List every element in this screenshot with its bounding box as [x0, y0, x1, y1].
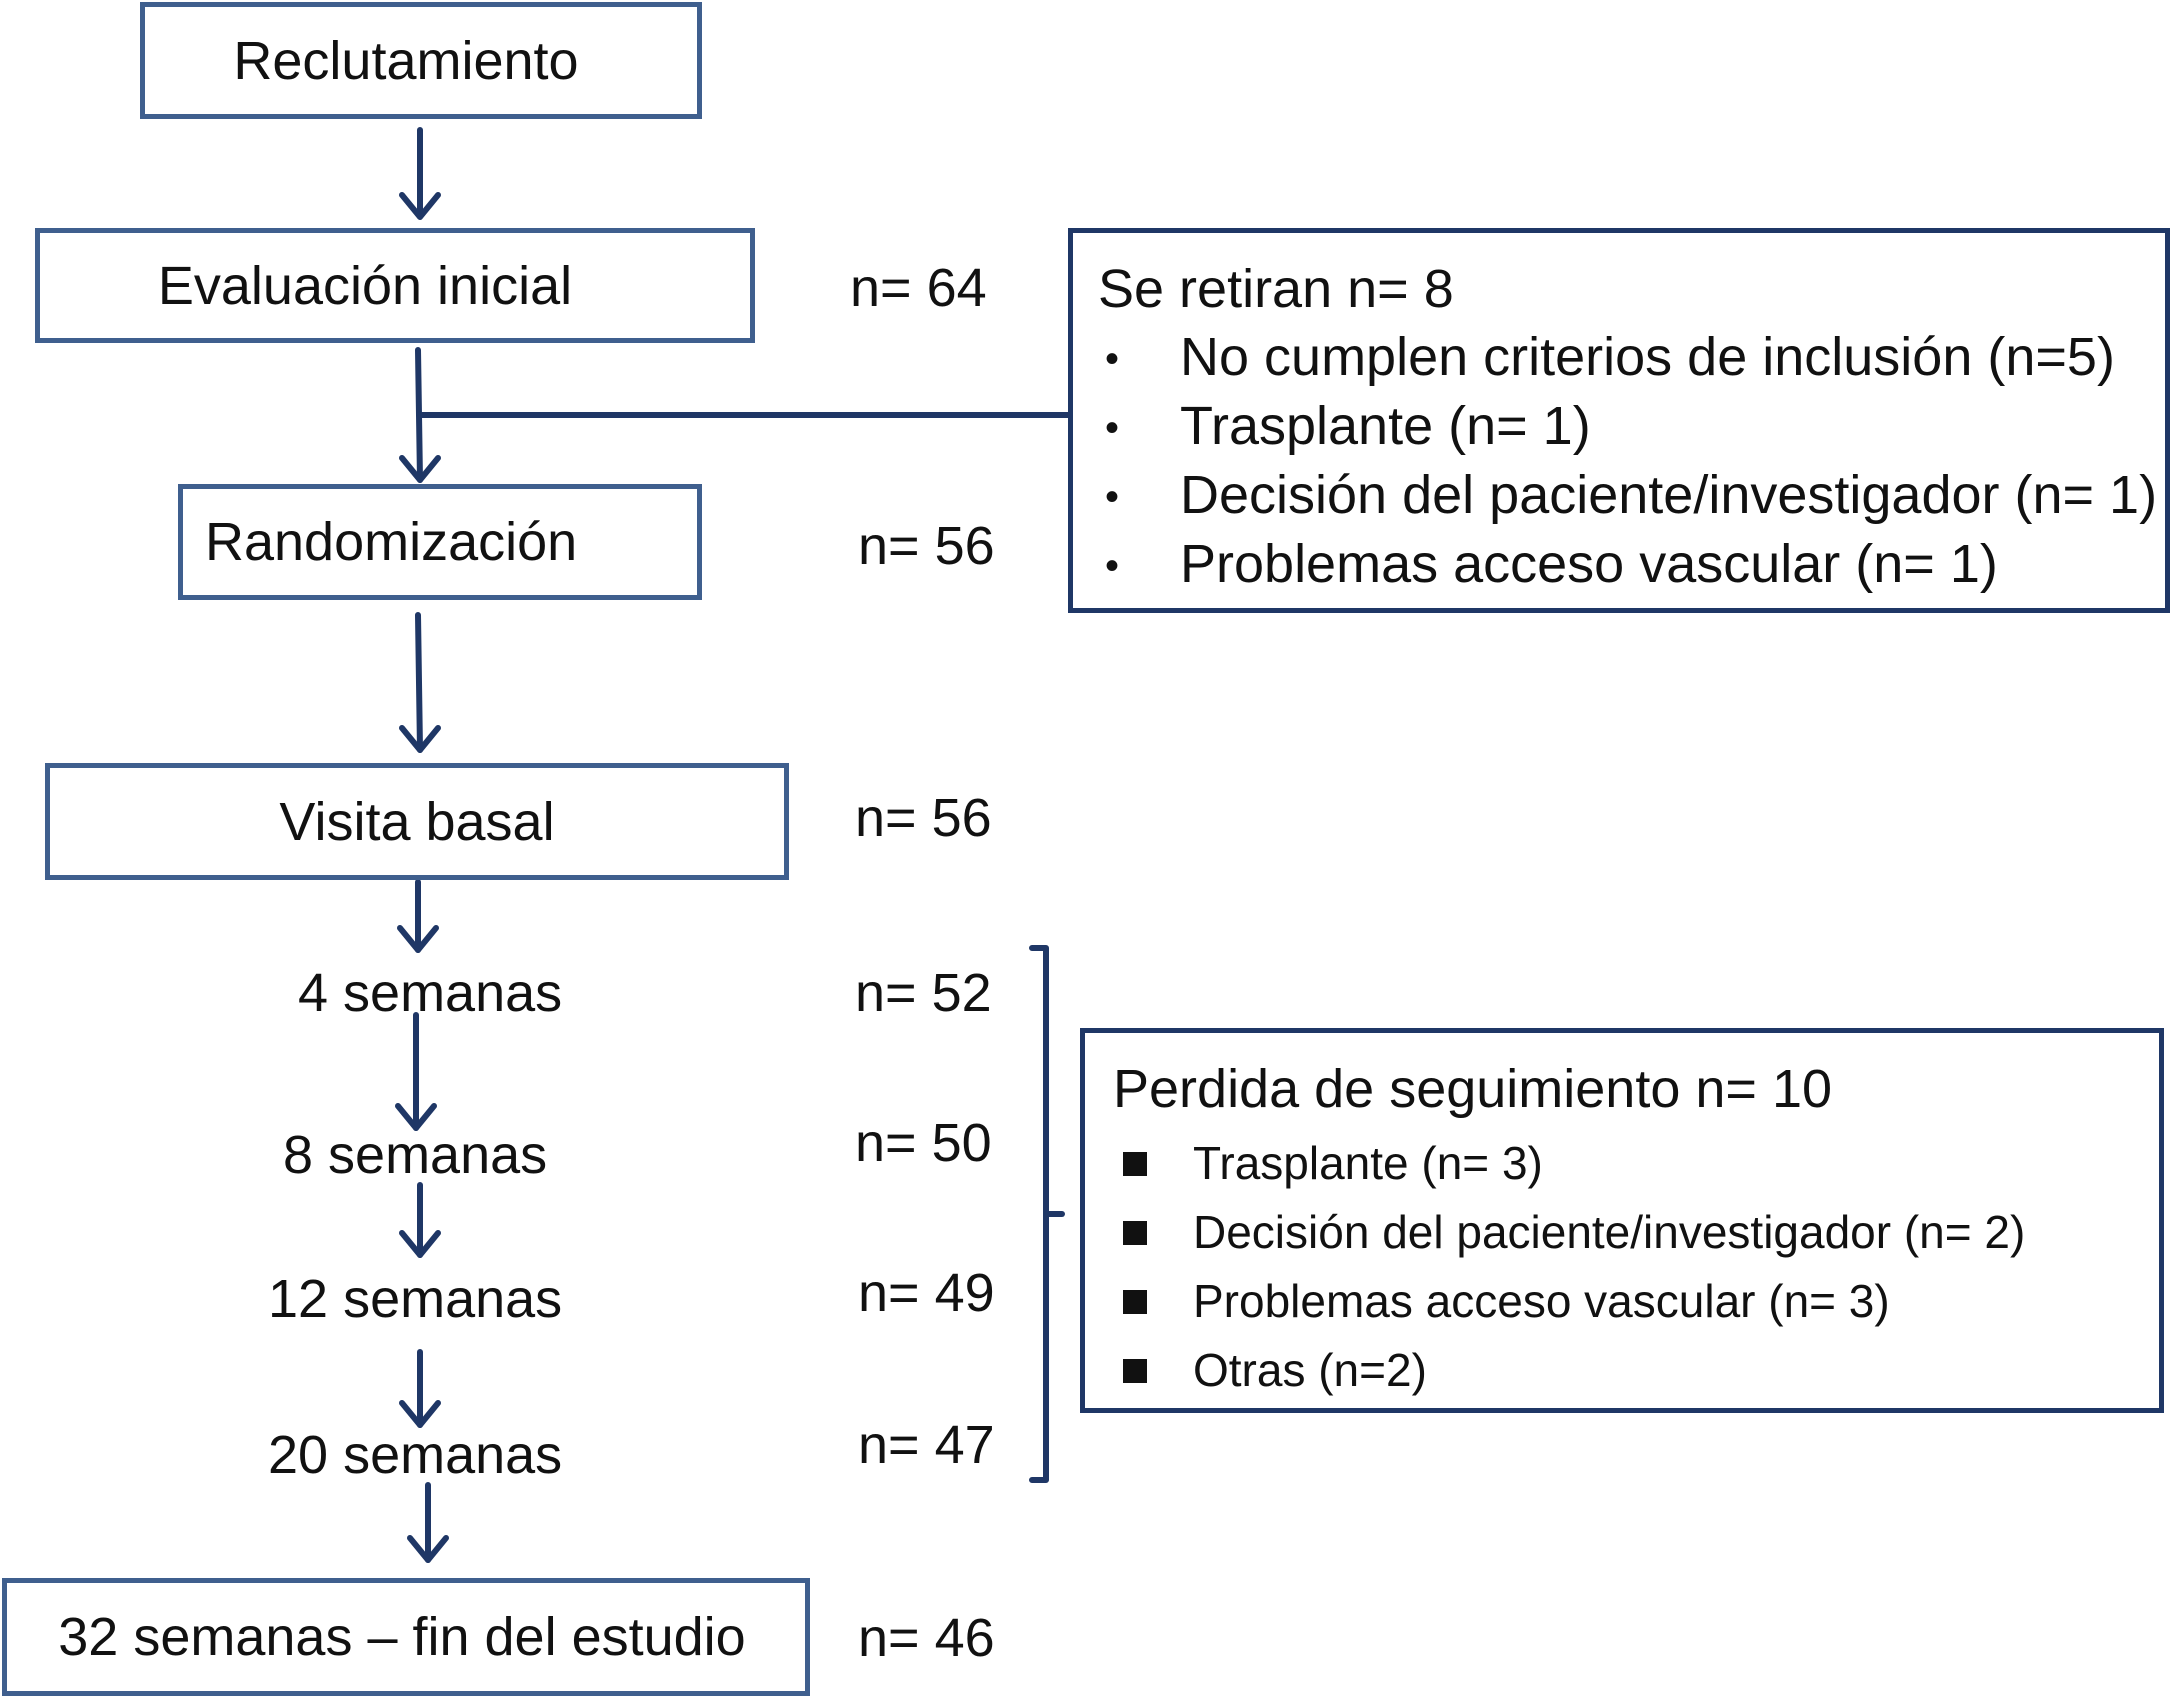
- withdrawn-item: Decisión del paciente/investigador (n= 1…: [1180, 465, 2158, 525]
- week12-count: n= 49: [858, 1263, 995, 1323]
- week20-count: n= 47: [858, 1415, 995, 1475]
- arrow-randomization-to-baseline: [415, 612, 423, 753]
- withdrawn-title: Se retiran n= 8: [1098, 259, 1454, 319]
- lost-followup-title: Perdida de seguimiento n= 10: [1113, 1059, 1833, 1119]
- lost-followup-item: Trasplante (n= 3): [1193, 1137, 1543, 1189]
- lost-followup-item: Otras (n=2): [1193, 1344, 1427, 1396]
- square-bullet-icon: [1123, 1359, 1147, 1383]
- withdrawn-box: Se retiran n= 8 • No cumplen criterios d…: [1068, 228, 2170, 613]
- randomization-label: Randomización: [205, 512, 578, 572]
- square-bullet-icon: [1123, 1290, 1147, 1314]
- bullet-icon: •: [1105, 337, 1120, 381]
- week20-label: 20 semanas: [268, 1425, 563, 1485]
- week32-box: 32 semanas – fin del estudio: [2, 1578, 810, 1696]
- randomization-box: Randomización: [178, 484, 702, 600]
- initial-eval-count: n= 64: [850, 258, 987, 318]
- week12-label: 12 semanas: [268, 1269, 563, 1329]
- week8-label: 8 semanas: [283, 1125, 548, 1185]
- bullet-icon: •: [1105, 406, 1120, 450]
- recruitment-label: Reclutamiento: [233, 30, 579, 91]
- square-bullet-icon: [1123, 1152, 1147, 1176]
- week32-label: 32 semanas – fin del estudio: [58, 1607, 746, 1667]
- week4-count: n= 52: [855, 963, 992, 1023]
- baseline-count: n= 56: [855, 788, 992, 848]
- week4-label: 4 semanas: [298, 963, 563, 1023]
- lost-followup-item: Decisión del paciente/investigador (n= 2…: [1193, 1206, 2026, 1258]
- bullet-icon: •: [1105, 544, 1120, 588]
- randomization-count: n= 56: [858, 516, 995, 576]
- baseline-box: Visita basal: [45, 763, 789, 880]
- lost-followup-item: Problemas acceso vascular (n= 3): [1193, 1275, 1890, 1327]
- baseline-label: Visita basal: [279, 791, 555, 852]
- square-bullet-icon: [1123, 1221, 1147, 1245]
- withdrawn-item: Trasplante (n= 1): [1180, 396, 1591, 456]
- initial-eval-label: Evaluación inicial: [157, 255, 573, 316]
- week32-count: n= 46: [858, 1608, 995, 1668]
- week8-count: n= 50: [855, 1113, 992, 1173]
- recruitment-box: Reclutamiento: [140, 2, 702, 119]
- lost-followup-box: Perdida de seguimiento n= 10 Trasplante …: [1080, 1028, 2164, 1413]
- withdrawn-item: No cumplen criterios de inclusión (n=5): [1180, 327, 2115, 387]
- bullet-icon: •: [1105, 475, 1120, 519]
- withdrawn-item: Problemas acceso vascular (n= 1): [1180, 534, 1998, 594]
- initial-eval-box: Evaluación inicial: [35, 228, 755, 343]
